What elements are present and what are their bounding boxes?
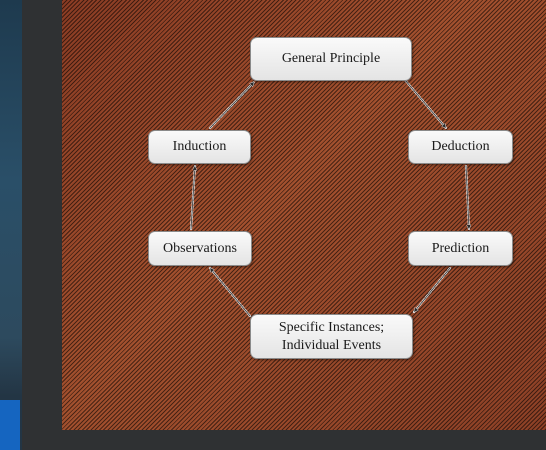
edge-induction-to-general (208, 80, 256, 130)
node-induction-label: Induction (172, 139, 227, 155)
node-induction: Induction (148, 130, 251, 164)
edge-deduction-to-prediction (464, 164, 469, 231)
node-specific-instances-label: Specific Instances; Individual Events (278, 320, 385, 353)
node-observations: Observations (148, 231, 252, 266)
node-prediction: Prediction (408, 231, 513, 266)
node-deduction-label: Deduction (431, 139, 490, 155)
edge-specific-to-observations (208, 266, 252, 318)
node-prediction-label: Prediction (431, 240, 490, 256)
left-sidebar-strip (0, 0, 22, 450)
node-general-principle-label: General Principle (281, 51, 381, 67)
edge-observations-to-induction (189, 164, 195, 231)
node-specific-instances: Specific Instances; Individual Events (250, 314, 413, 359)
edge-prediction-to-specific (412, 266, 452, 314)
node-general-principle: General Principle (250, 37, 412, 81)
edge-general-to-deduction (403, 78, 448, 130)
left-accent-block (0, 400, 20, 450)
node-observations-label: Observations (163, 240, 237, 256)
node-deduction: Deduction (408, 130, 513, 164)
